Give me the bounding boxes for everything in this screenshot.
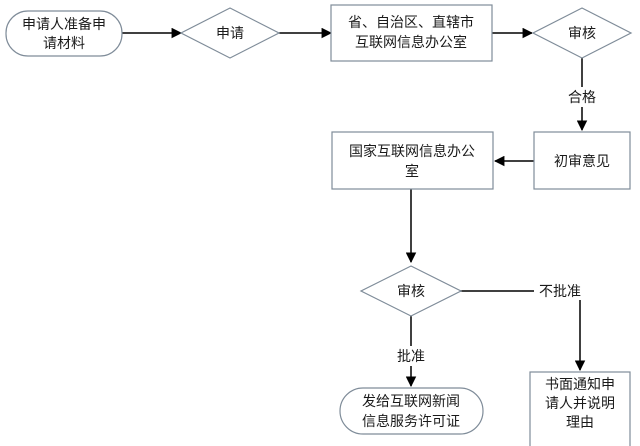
node-preliminary-opinion: 初审意见 (533, 131, 631, 190)
edge-n7-to-n8: 批准 (390, 316, 432, 388)
edge-n7-to-n9: 不批准 (460, 282, 586, 372)
node-provincial-office: 省、自治区、直辖市 互联网信息办公室 (330, 4, 493, 62)
node-issue-license-line-1: 发给互联网新闻 (362, 394, 460, 410)
node-provincial-office-line-1: 省、自治区、直辖市 (348, 14, 474, 31)
edge-n4-to-n5: 合格 (562, 56, 602, 132)
node-prepare-materials-line-2: 请材料 (43, 36, 85, 52)
node-review-1: 审核 (531, 7, 633, 59)
node-review-2: 审核 (359, 265, 463, 317)
node-review-1-label: 审核 (568, 26, 596, 42)
node-written-notice-line-1: 书面通知申 (545, 376, 615, 393)
node-national-office-line-1: 国家互联网信息办公 (349, 143, 475, 160)
node-issue-license: 发给互联网新闻 信息服务许可证 (339, 387, 484, 435)
node-provincial-office-line-2: 互联网信息办公室 (355, 34, 467, 51)
node-written-notice-line-2: 请人并说明 (545, 396, 615, 412)
edge-label-qualified: 合格 (568, 90, 596, 106)
edge-label-approved: 批准 (397, 349, 425, 365)
edge-label-not-approved: 不批准 (539, 284, 581, 300)
node-written-notice-line-3: 理由 (566, 415, 594, 431)
node-prepare-materials-line-1: 申请人准备申 (22, 16, 106, 33)
node-national-office-line-2: 室 (405, 163, 419, 180)
node-apply-decision-label: 申请 (216, 26, 244, 42)
node-prepare-materials: 申请人准备申 请材料 (5, 10, 123, 57)
node-review-2-label: 审核 (397, 284, 425, 300)
node-written-notice: 书面通知申 请人并说明 理由 (529, 371, 631, 446)
node-apply-decision: 申请 (179, 7, 281, 59)
node-national-office: 国家互联网信息办公 室 (331, 131, 494, 190)
node-preliminary-opinion-label: 初审意见 (554, 153, 610, 170)
node-issue-license-line-2: 信息服务许可证 (362, 413, 460, 430)
